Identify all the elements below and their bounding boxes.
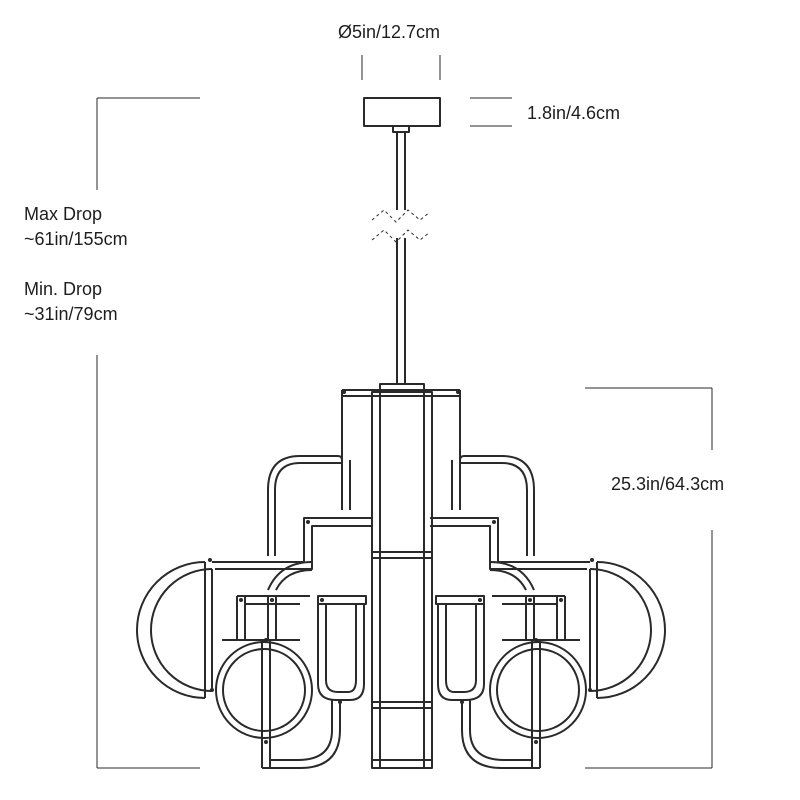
canopy-height-dimension [470, 97, 512, 127]
max-drop-value: ~61in/155cm [24, 229, 128, 249]
right-frame [430, 455, 666, 769]
fixture-height-dimension [585, 387, 713, 769]
canopy-diameter-label: Ø5in/12.7cm [338, 22, 441, 42]
min-drop-title: Min. Drop [24, 279, 103, 299]
max-drop-title: Max Drop [24, 204, 103, 224]
central-column [341, 383, 461, 769]
left-frame [136, 455, 372, 769]
canopy-neck [392, 125, 410, 133]
canopy [363, 97, 441, 127]
canopy-diameter-dimension [361, 55, 441, 80]
rivets [208, 390, 594, 744]
downrod [371, 132, 431, 384]
canopy-height-label: 1.8in/4.6cm [527, 103, 621, 123]
drop-dimension [96, 97, 200, 769]
min-drop-value: ~31in/79cm [24, 304, 118, 324]
fixture-height-label: 25.3in/64.3cm [611, 474, 725, 494]
